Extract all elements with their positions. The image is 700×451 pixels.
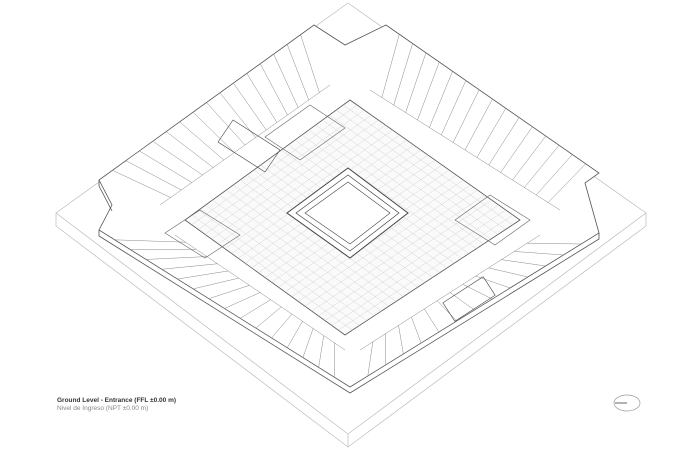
room-partition — [476, 108, 507, 158]
drawing-caption: Ground Level - Entrance (FFL ±0.00 m) Ni… — [57, 397, 176, 413]
grid-line — [198, 209, 360, 326]
room-partition — [192, 112, 235, 153]
room-partition — [146, 256, 207, 260]
room-partition — [429, 71, 453, 128]
grid-line — [331, 209, 506, 326]
auditorium — [217, 119, 281, 173]
room-partition — [179, 121, 224, 161]
room-partition — [547, 163, 586, 203]
room-partition — [161, 263, 218, 270]
grid-line — [212, 199, 375, 316]
perimeter-rooms — [112, 34, 586, 378]
room-partition — [464, 98, 493, 151]
grid-line — [191, 214, 353, 331]
room-partition — [514, 251, 564, 256]
room-partition — [411, 317, 422, 344]
room-partition — [417, 61, 440, 121]
room-partition — [393, 43, 413, 106]
grid-line — [205, 204, 367, 321]
room-partition — [240, 299, 271, 319]
drawing-subtitle: Nivel de Ingreso (NPT ±0.00 m) — [57, 405, 149, 412]
room-partition — [208, 285, 250, 299]
room-partition — [224, 292, 261, 309]
room-partition — [193, 277, 239, 290]
room-partition — [398, 325, 404, 355]
room-partition — [318, 335, 324, 368]
room-partition — [206, 102, 246, 146]
room-partition — [139, 150, 193, 183]
central-atrium — [286, 167, 409, 259]
room-partition — [488, 117, 520, 166]
room-partition — [524, 145, 560, 188]
room-partition — [441, 80, 467, 136]
grid-line — [324, 204, 499, 321]
corridor-wall — [359, 234, 541, 351]
entrance-stair — [442, 276, 496, 322]
room-partition — [300, 34, 320, 93]
room-partition — [500, 126, 533, 173]
corridor-wall — [159, 84, 331, 206]
courtyards — [164, 104, 531, 322]
room-partition — [273, 53, 299, 108]
room-partition — [367, 341, 374, 377]
room-partition — [219, 92, 256, 138]
room-partition — [246, 73, 278, 123]
room-partition — [302, 328, 314, 358]
room-partition — [424, 308, 440, 333]
room-partition — [488, 267, 528, 278]
room-partition — [233, 82, 267, 131]
room-partition — [527, 242, 582, 245]
room-partition — [405, 52, 427, 113]
room-partition — [125, 160, 182, 191]
room-partition — [287, 321, 303, 348]
north-symbol — [613, 394, 641, 412]
room-partition — [436, 300, 457, 322]
drawing-title: Ground Level - Entrance (FFL ±0.00 m) — [57, 397, 177, 404]
room-partition — [536, 154, 573, 196]
corridor-wall — [174, 234, 346, 351]
room-partition — [512, 135, 546, 181]
room-partition — [271, 313, 293, 339]
room-partition — [381, 34, 400, 98]
room-partition — [255, 306, 282, 329]
room-partition — [112, 170, 171, 198]
room-partition — [452, 89, 480, 143]
room-partition — [501, 259, 546, 267]
room-partition — [286, 44, 309, 101]
room-partition — [177, 270, 229, 280]
room-partition — [152, 141, 203, 176]
grid-line — [338, 214, 514, 331]
corridor-wall — [369, 89, 561, 211]
room-partition — [114, 239, 186, 243]
room-partition — [166, 131, 214, 168]
room-partition — [260, 63, 288, 116]
